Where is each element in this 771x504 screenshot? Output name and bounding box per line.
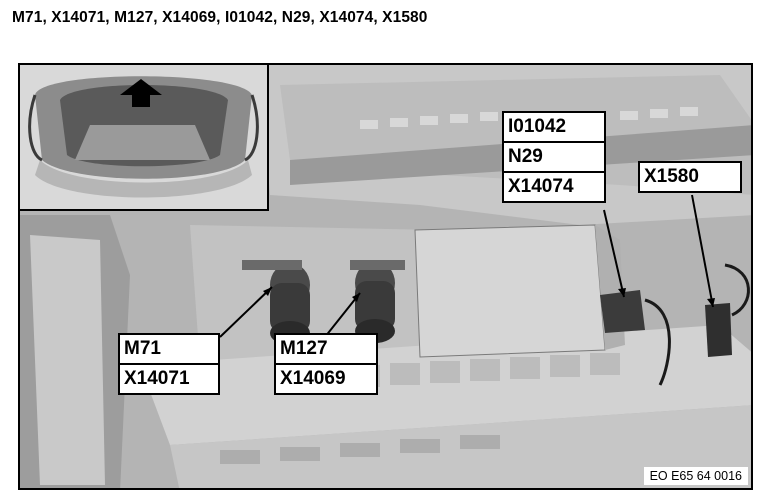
photo-drawing	[20, 65, 751, 488]
label-x14074: X14074	[504, 171, 604, 201]
location-inset	[20, 65, 269, 211]
label-m127: M127	[280, 338, 328, 359]
label-i01042-n29-x14074: I01042 N29 X14074	[502, 111, 606, 203]
label-x14069: X14069	[276, 363, 376, 393]
label-x1580-text: X1580	[644, 166, 699, 187]
trunk-view-drawing	[20, 65, 267, 209]
diagram-title: M71, X14071, M127, X14069, I01042, N29, …	[12, 9, 428, 26]
label-i01042: I01042	[508, 116, 567, 137]
label-x14071: X14071	[120, 363, 218, 393]
arrow-up-icon	[120, 79, 162, 107]
component-photo: M71 X14071 M127 X14069 I01042 N29 X14074…	[18, 63, 753, 490]
reference-code: EO E65 64 0016	[643, 467, 748, 485]
label-x1580: X1580	[638, 161, 742, 193]
label-n29: N29	[504, 141, 604, 171]
label-m71: M71	[124, 338, 161, 359]
label-m127-x14069: M127 X14069	[274, 333, 378, 395]
label-m71-x14071: M71 X14071	[118, 333, 220, 395]
